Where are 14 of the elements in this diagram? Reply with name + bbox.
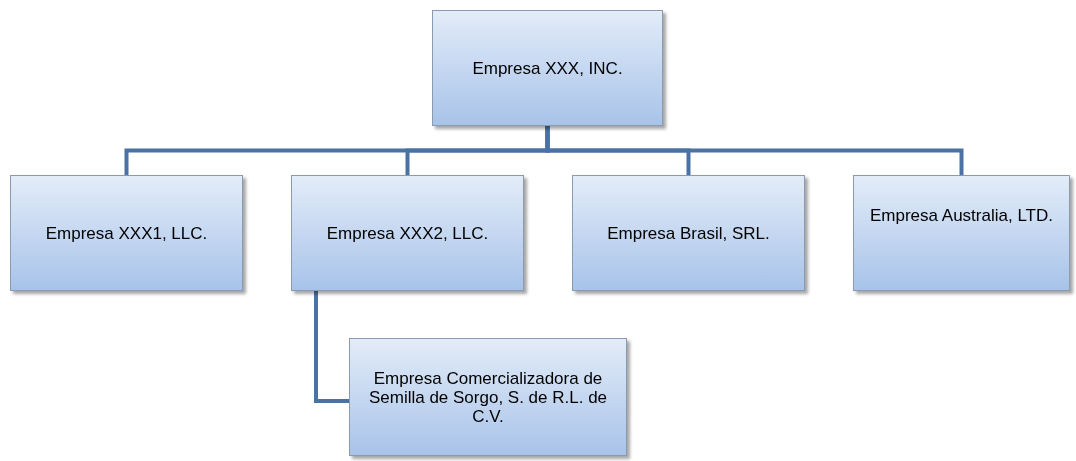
box-label: Empresa Australia, LTD. xyxy=(870,206,1053,225)
org-box xyxy=(572,175,805,291)
box-label: Empresa XXX, INC. xyxy=(472,58,623,78)
connector-line xyxy=(314,291,349,403)
box-label: Empresa XXX1, LLC. xyxy=(45,223,208,243)
box-label: Empresa Comercializadora de Semilla de Sorgo, S. de R.L. de C.V. xyxy=(367,368,609,426)
org-box xyxy=(10,175,243,291)
org-box xyxy=(853,175,1070,291)
connector-line xyxy=(545,126,964,175)
org-box xyxy=(349,338,627,456)
org-box xyxy=(291,175,524,291)
box-label: Empresa Brasil, SRL. xyxy=(607,223,770,243)
box-label: Empresa XXX2, LLC. xyxy=(326,223,489,243)
org-box xyxy=(432,10,663,126)
